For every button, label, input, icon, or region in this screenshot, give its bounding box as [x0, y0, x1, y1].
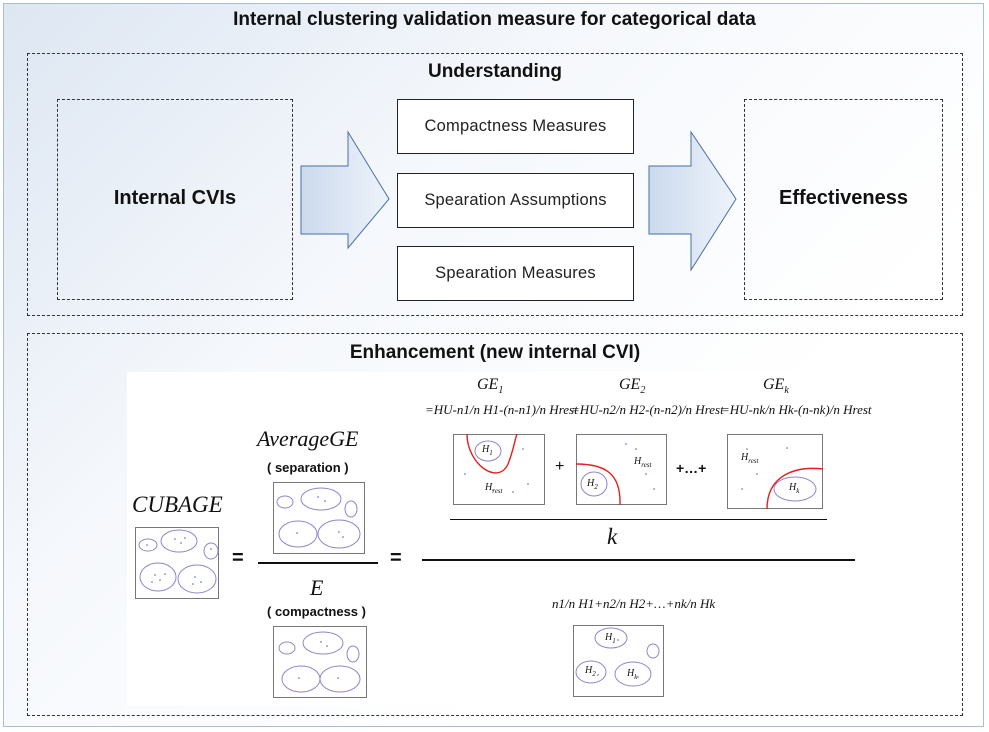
effectiveness-label: Effectiveness	[779, 187, 908, 209]
internal-cvis-label: Internal CVIs	[113, 187, 237, 209]
understanding-title: Understanding	[427, 61, 563, 82]
gek-hrest-label: Hrest	[741, 452, 759, 465]
compactness-cluster-plot	[273, 626, 367, 698]
ge1-label: GE1	[477, 376, 504, 397]
separation-measures-box: Spearation Measures	[397, 246, 634, 301]
equals-1: =	[232, 547, 244, 569]
gek-hk-label: Hk	[789, 482, 800, 495]
gek-formula: =HU-nk/n Hk-(n-nk)/n Hrest	[721, 402, 872, 417]
k-label: k	[607, 524, 618, 549]
average-ge-label: AverageGE	[257, 426, 359, 451]
plus-sign: +	[555, 458, 565, 475]
e-cluster-plot	[573, 625, 664, 697]
compactness-measures-box: Compactness Measures	[397, 99, 634, 154]
k-fraction-bar	[450, 519, 827, 520]
cubage-formula: CUBAGE = AverageGE ( separation ) E ( co…	[127, 372, 872, 706]
diagram-title: Internal clustering validation measure f…	[233, 9, 756, 30]
plus-dots: +…+	[676, 460, 707, 476]
enhancement-section	[27, 333, 963, 716]
main-fraction-bar	[422, 559, 855, 561]
separation-assumptions-box: Spearation Assumptions	[397, 173, 634, 228]
cubage-label: CUBAGE	[132, 492, 223, 517]
left-fraction-bar	[258, 562, 378, 564]
equals-2: =	[390, 547, 402, 569]
compactness-label: ( compactness )	[267, 604, 366, 619]
ge1-h1-label: H1	[482, 444, 493, 457]
ge2-h2-label: H2	[587, 478, 598, 491]
e-h1-label: H1	[605, 632, 616, 645]
separation-cluster-plot	[273, 482, 365, 554]
e-hk-label: Hk	[627, 668, 638, 681]
ge2-hrest-label: Hrest	[634, 456, 652, 469]
e-h2-label: H2	[585, 665, 596, 678]
enhancement-title: Enhancement (new internal CVI)	[349, 342, 641, 363]
effectiveness-box	[744, 99, 943, 300]
ge2-label: GE2	[619, 376, 646, 397]
ge2-cluster-plot	[576, 434, 667, 505]
understanding-section	[27, 53, 963, 316]
left-arrow	[300, 130, 390, 250]
separation-label: ( separation )	[267, 460, 349, 475]
right-arrow	[648, 130, 737, 272]
gek-cluster-plot	[727, 434, 823, 509]
e-label: E	[310, 575, 324, 600]
ge1-hrest-label: Hrest	[485, 482, 503, 495]
cubage-cluster-plot	[135, 527, 219, 599]
ge1-formula: =HU-n1/n H1-(n-n1)/n Hrest	[425, 402, 578, 417]
ge1-cluster-plot	[453, 434, 545, 505]
ge2-formula: =HU-n2/n H2-(n-n2)/n Hrest	[571, 402, 724, 417]
internal-cvis-box	[57, 99, 293, 300]
gek-label: GEk	[763, 376, 789, 397]
e-formula: n1/n H1+n2/n H2+…+nk/n Hk	[552, 596, 716, 611]
